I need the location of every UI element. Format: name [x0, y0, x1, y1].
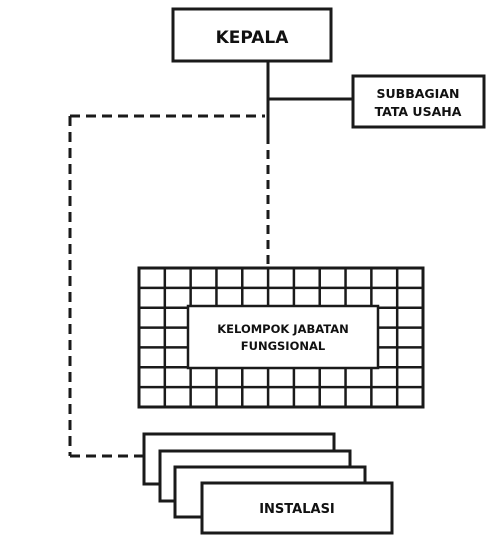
subbagian-label-line2: TATA USAHA — [375, 104, 462, 119]
connectors — [68, 62, 352, 458]
kelompok-node: KELOMPOK JABATAN FUNGSIONAL — [137, 266, 425, 409]
kelompok-label-line1: KELOMPOK JABATAN — [217, 322, 348, 336]
kepala-label: KEPALA — [216, 28, 290, 48]
kelompok-outer-frame — [137, 266, 425, 409]
instalasi-label: INSTALASI — [259, 502, 335, 517]
kepala-node: KEPALA — [171, 7, 333, 63]
kelompok-label-line2: FUNGSIONAL — [241, 339, 326, 353]
instalasi-node — [142, 432, 394, 535]
subbagian-node: SUBBAGIAN TATA USAHA — [351, 74, 486, 129]
subbagian-label-line1: SUBBAGIAN — [377, 86, 460, 101]
instalasi-stack-card-4 — [200, 481, 394, 535]
kelompok-inner-box — [186, 304, 380, 370]
